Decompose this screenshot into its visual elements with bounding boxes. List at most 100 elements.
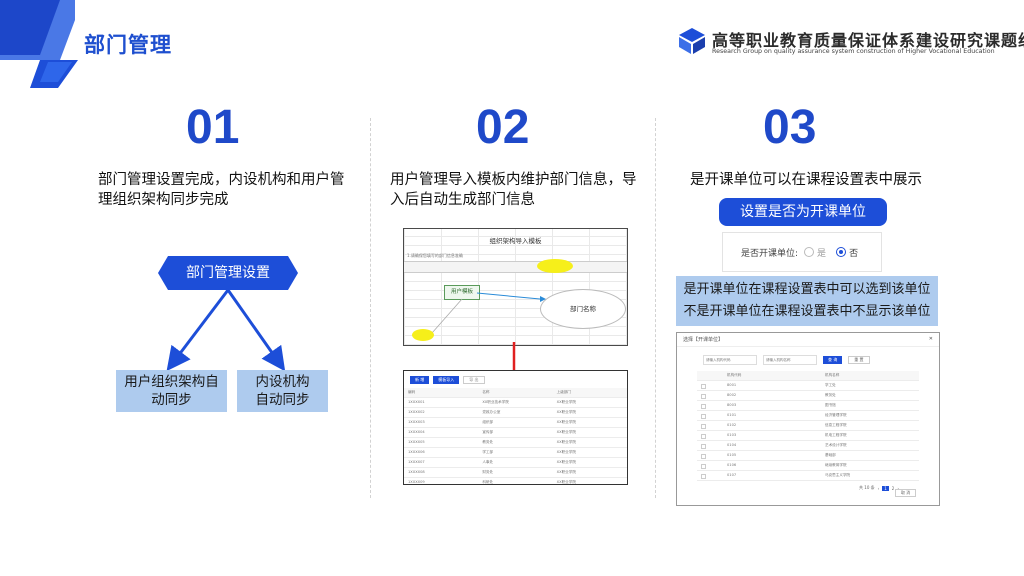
table-cell: 人事处 xyxy=(482,460,494,464)
column-separator xyxy=(370,118,371,498)
table-cell: XX职业学院 xyxy=(556,400,576,404)
template-title: 组织架构导入模板 xyxy=(489,237,542,245)
table-row[interactable]: 0107 马克思主义学院 xyxy=(697,471,919,481)
table-cell: 1XXXX03 xyxy=(408,420,425,424)
template-note: 1.请确保您填写的部门信息准确 xyxy=(407,253,463,258)
table-cell: 图书馆 xyxy=(825,403,836,407)
radio-dot xyxy=(839,250,844,254)
table-cell: 教务处 xyxy=(482,440,494,444)
org-name-cn: 高等职业教育质量保证体系建设研究课题组 xyxy=(712,31,1024,50)
table-cell: 机电工程学院 xyxy=(825,433,847,437)
step2-desc-line: 入后自动生成部门信息 xyxy=(390,192,535,208)
add-button[interactable]: 新 增 xyxy=(410,376,430,384)
row-checkbox[interactable] xyxy=(697,411,723,420)
row-checkbox[interactable] xyxy=(697,381,723,390)
table-row[interactable]: 1XXXX05 教务处 XX职业学院 xyxy=(404,438,627,448)
dialog-titlebar: 选择【开课单位】 ✕ xyxy=(677,333,939,347)
pager-current[interactable]: 1 xyxy=(882,485,889,491)
table-cell: 马克思主义学院 xyxy=(825,473,851,477)
table-cell: 经济管理学院 xyxy=(825,413,847,417)
callout-lines xyxy=(431,292,546,334)
column-separator xyxy=(655,118,656,498)
row-checkbox[interactable] xyxy=(697,421,723,430)
query-button[interactable]: 查 询 xyxy=(823,356,843,364)
table-cell: 1XXXX06 xyxy=(408,450,425,454)
table-cell: 艺术设计学院 xyxy=(825,443,847,447)
import-template-screenshot: 组织架构导入模板 1.请确保您填写的部门信息准确 用户模板 部门名称 xyxy=(403,228,628,346)
radio-no-label: 否 xyxy=(849,248,859,259)
table-cell: 1XXXX02 xyxy=(408,410,425,414)
highlight-mark xyxy=(412,329,434,341)
pager-next-icon[interactable]: › xyxy=(897,485,899,491)
row-checkbox[interactable] xyxy=(697,441,723,450)
table-cell: 基础部 xyxy=(825,453,836,457)
row-checkbox[interactable] xyxy=(697,461,723,470)
table-cell: XX职业学院 xyxy=(556,480,576,484)
row-checkbox[interactable] xyxy=(697,391,723,400)
table-cell: XX职业学院 xyxy=(556,440,576,444)
table-row[interactable]: 1XXXX02 党政办公室 XX职业学院 xyxy=(404,408,627,418)
box-text: 动同步 xyxy=(151,392,192,408)
table-cell: 0107 xyxy=(727,473,737,477)
table-row[interactable]: 0103 机电工程学院 xyxy=(697,431,919,441)
table-cell: XX职业学院 xyxy=(556,420,576,424)
step1-description: 部门管理设置完成，内设机构和用户管 理组织架构同步完成 xyxy=(98,170,368,210)
row-checkbox[interactable] xyxy=(697,451,723,460)
box-text: 用户组织架构自 xyxy=(124,374,219,390)
close-icon[interactable]: ✕ xyxy=(928,336,933,342)
column-header: 上级部门 xyxy=(556,390,572,394)
step-number-02: 02 xyxy=(476,101,530,154)
table-cell: 继续教育学院 xyxy=(825,463,847,467)
table-cell: 财务处 xyxy=(482,470,494,474)
pager-prev-icon[interactable]: ‹ xyxy=(877,485,880,491)
unit-code-input[interactable] xyxy=(703,355,757,365)
radio-yes[interactable] xyxy=(804,247,815,257)
row-checkbox[interactable] xyxy=(697,431,723,440)
list-toolbar: 新 增 模板导入 导 出 xyxy=(404,371,627,388)
cancel-button[interactable]: 取 消 xyxy=(895,489,917,497)
box-text: 内设机构 xyxy=(255,374,310,390)
banner-shape xyxy=(158,256,298,290)
pager-page[interactable]: 2 xyxy=(891,485,895,491)
header-decoration xyxy=(0,0,78,88)
column-header: 机构代码 xyxy=(727,373,742,377)
table-cell: 党政办公室 xyxy=(482,410,501,414)
radio-no[interactable] xyxy=(836,247,847,257)
table-cell: 科研处 xyxy=(482,480,494,484)
column-header: 机构名称 xyxy=(825,373,840,377)
info-line: 是开课单位在课程设置表中可以选到该单位 xyxy=(683,282,931,297)
step3-description: 是开课单位可以在课程设置表中展示 xyxy=(690,172,922,188)
table-cell: 1XXXX05 xyxy=(408,440,425,444)
table-cell: XX职业学院 xyxy=(556,410,576,414)
step-number-01: 01 xyxy=(186,101,240,154)
row-checkbox[interactable] xyxy=(697,401,723,410)
pager-total: 共 10 条 xyxy=(859,485,875,490)
step1-desc-line: 理组织架构同步完成 xyxy=(98,192,229,208)
reset-button[interactable]: 重 置 xyxy=(848,356,870,364)
export-button[interactable]: 导 出 xyxy=(463,376,485,384)
row-checkbox[interactable] xyxy=(697,471,723,480)
table-cell: 1XXXX08 xyxy=(408,470,425,474)
unit-name-input[interactable] xyxy=(763,355,817,365)
import-button[interactable]: 模板导入 xyxy=(433,376,460,384)
table-cell: 学工处 xyxy=(825,383,836,387)
table-cell: 宣传部 xyxy=(482,430,494,434)
table-cell: 0103 xyxy=(727,433,737,437)
